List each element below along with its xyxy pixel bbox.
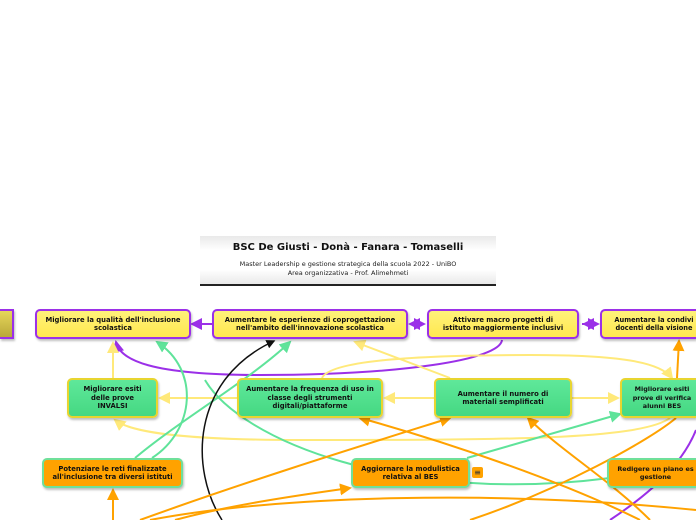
link xyxy=(113,417,671,442)
title-subtitle: Master Leadership e gestione strategica … xyxy=(200,260,496,278)
link xyxy=(321,353,674,380)
node-label: Attivare macro progetti di istituto magg… xyxy=(442,315,564,333)
node-piano-gestione[interactable]: Redigere un piano es gestione xyxy=(607,458,696,488)
link xyxy=(134,340,292,459)
node-label: Potenziare le reti finalizzate all'inclu… xyxy=(52,464,173,482)
node-label: Aumentare la frequenza di uso in classe … xyxy=(246,385,374,411)
node-label: Migliorare esiti prove di verifica alunn… xyxy=(632,385,692,411)
node-label: Redigere un piano es gestione xyxy=(617,464,694,482)
link xyxy=(358,414,641,520)
node-materiali-semplificati[interactable]: Aumentare il numero di materiali semplif… xyxy=(434,378,572,418)
link xyxy=(201,340,276,520)
subtitle-line1: Master Leadership e gestione strategica … xyxy=(239,260,457,268)
node-label: Migliorare esiti delle prove INVALSI xyxy=(83,385,142,411)
map-title[interactable]: BSC De Giusti - Donà - Fanara - Tomasell… xyxy=(200,236,496,286)
link xyxy=(672,339,685,379)
node-label: Aggiornare la modulistica relativa al BE… xyxy=(361,464,460,482)
node-migliorare-qualita-inclusione[interactable]: Migliorare la qualità dell'inclusione sc… xyxy=(35,309,191,339)
node-esiti-invalsi[interactable]: Migliorare esiti delle prove INVALSI xyxy=(67,378,158,418)
node-esiti-bes[interactable]: Migliorare esiti prove di verifica alunn… xyxy=(620,378,696,418)
node-condivisione-docenti[interactable]: Aumentare la condivi docenti della visio… xyxy=(600,309,696,339)
node-label: Aumentare la condivi docenti della visio… xyxy=(614,315,694,333)
node-macro-progetti-inclusivi[interactable]: Attivare macro progetti di istituto magg… xyxy=(427,309,579,339)
link xyxy=(469,417,677,520)
node-label: Migliorare la qualità dell'inclusione sc… xyxy=(45,315,181,333)
node-strumenti-digitali[interactable]: Aumentare la frequenza di uso in classe … xyxy=(237,378,383,418)
link xyxy=(526,416,651,520)
link xyxy=(466,410,622,459)
link xyxy=(139,415,452,520)
notes-icon[interactable]: ≡ xyxy=(472,467,483,478)
link xyxy=(174,483,352,520)
node-label: Aumentare il numero di materiali semplif… xyxy=(457,389,549,407)
link xyxy=(149,496,696,520)
title-main: BSC De Giusti - Donà - Fanara - Tomasell… xyxy=(232,242,464,253)
node-potenziare-reti[interactable]: Potenziare le reti finalizzate all'inclu… xyxy=(42,458,183,488)
node-esperienze-coprogettazione[interactable]: Aumentare le esperienze di coprogettazio… xyxy=(212,309,408,339)
link xyxy=(204,379,611,486)
subtitle-line2: Area organizzativa - Prof. Alimehmeti xyxy=(287,269,409,277)
link xyxy=(353,339,451,379)
node-label: Aumentare le esperienze di coprogettazio… xyxy=(224,315,396,333)
link xyxy=(151,340,188,459)
node-offscreen-left[interactable] xyxy=(0,309,14,339)
node-modulistica-bes[interactable]: Aggiornare la modulistica relativa al BE… xyxy=(351,458,470,488)
